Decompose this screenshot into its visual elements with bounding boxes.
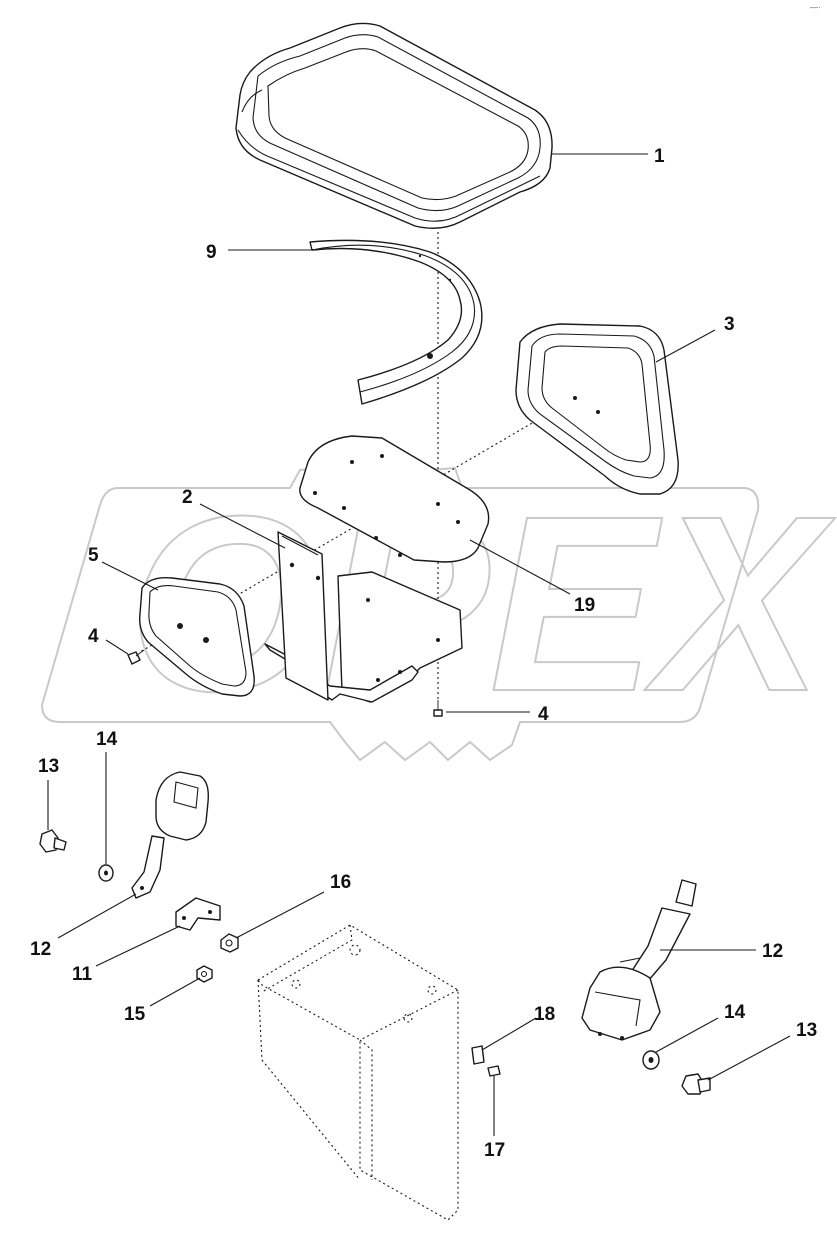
backrest-cushion [515, 323, 679, 495]
callout-18: 18 [534, 1004, 555, 1025]
seat-frame-bracket [309, 239, 483, 405]
callout-13-right: 13 [796, 1020, 817, 1041]
angle-bracket [175, 897, 221, 931]
callout-11: 11 [72, 964, 93, 985]
leader-18 [481, 1017, 537, 1051]
washer-left [98, 864, 114, 882]
callout-16: 16 [330, 872, 351, 893]
seat-belt-buckle [131, 771, 210, 899]
seat-cushion [235, 22, 553, 229]
leader-3 [655, 329, 716, 363]
callout-12-left: 12 [30, 939, 51, 960]
callout-19: 19 [574, 595, 595, 616]
leader-5 [101, 561, 159, 591]
screw-bottom [433, 700, 443, 717]
callout-3: 3 [724, 314, 735, 335]
reference-frame-dotted [257, 924, 459, 1221]
armrest-pad [138, 577, 255, 697]
leader-lines [47, 153, 791, 1136]
clip [471, 1045, 485, 1065]
leader-19 [469, 539, 571, 595]
washer-right [642, 1050, 660, 1070]
corner-mark: —· [810, 3, 821, 12]
bolt-left [39, 829, 67, 853]
callout-1: 1 [654, 146, 665, 167]
bolt-right [681, 1073, 711, 1095]
seat-plate [299, 435, 490, 563]
nut-15 [196, 965, 213, 983]
leader-11 [95, 925, 181, 967]
callout-17: 17 [484, 1140, 505, 1161]
callout-4-bottom: 4 [538, 704, 549, 725]
seat-support-bracket [264, 531, 463, 703]
leader-13-right [707, 1035, 791, 1081]
watermark-gear-outline [40, 466, 760, 762]
callout-5: 5 [88, 545, 99, 566]
leader-14-right [655, 1017, 719, 1053]
callout-9: 9 [206, 242, 217, 263]
callout-labels: 1 9 3 2 19 5 4 4 13 14 12 11 16 15 12 18… [30, 146, 817, 1161]
leader-4-left [105, 639, 129, 655]
callout-2: 2 [182, 487, 193, 508]
callout-15: 15 [124, 1004, 146, 1025]
seat-belt-retractor [581, 879, 697, 1041]
leader-15 [149, 977, 201, 1007]
callout-12-right: 12 [762, 941, 783, 962]
leader-2 [199, 503, 286, 549]
callout-14-left: 14 [96, 729, 118, 750]
nut-16 [220, 933, 239, 953]
leader-12-left [57, 893, 137, 939]
callout-4-left: 4 [88, 626, 99, 647]
callout-14-right: 14 [724, 1002, 746, 1023]
screw-left [127, 649, 145, 665]
callout-13-left: 13 [38, 756, 59, 777]
leader-16 [235, 891, 325, 939]
screw-17 [487, 1065, 501, 1077]
